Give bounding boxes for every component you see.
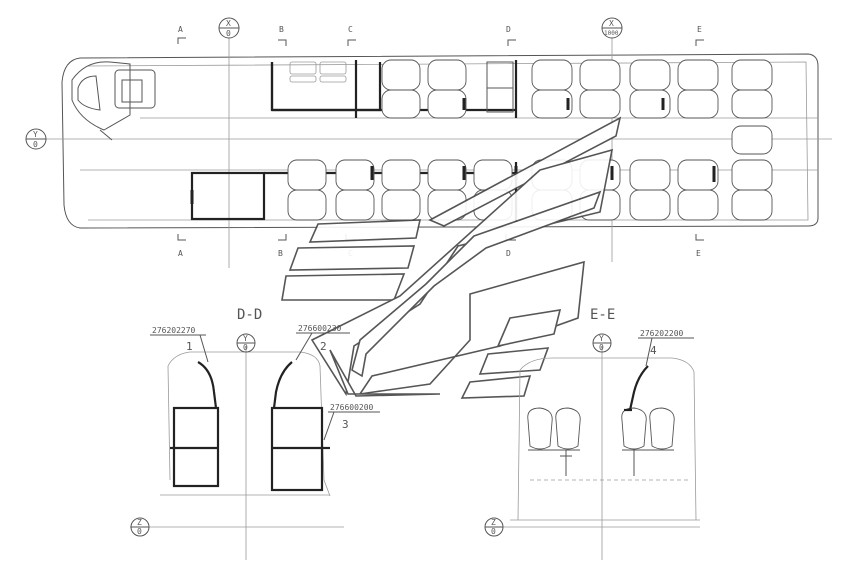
- seat: [579, 59, 621, 119]
- section-ee-title: E-E: [590, 307, 615, 323]
- seat: [381, 159, 421, 221]
- axis-marker-y-plan: Y 0: [25, 128, 47, 150]
- section-mark-e-top: E: [695, 25, 704, 46]
- ee-axis-marker-z: Z 0: [484, 517, 504, 537]
- axis-marker-x-left: X 0: [218, 17, 240, 39]
- callout-number-3: 3: [342, 418, 349, 431]
- ee-callout-4: 276202200 4: [638, 329, 694, 367]
- ee-axis-marker-y: Y 0: [592, 333, 612, 353]
- seat: [381, 59, 421, 119]
- part-number-276600200: 276600200: [330, 403, 374, 412]
- dd-left-handrail-part-1: [170, 361, 220, 488]
- callout-number-2: 2: [320, 340, 327, 353]
- seat: [427, 59, 467, 119]
- svg-text:Y: Y: [599, 334, 604, 343]
- dd-right-handrail-part-2-3: [270, 361, 330, 492]
- svg-text:D: D: [506, 249, 511, 258]
- seat: [629, 59, 671, 119]
- seat: [531, 59, 573, 119]
- section-mark-a-top: A: [177, 25, 186, 44]
- seat: [677, 59, 719, 119]
- section-dd: D-D 276202270 1 27660023: [130, 307, 380, 560]
- section-dd-title: D-D: [237, 307, 262, 323]
- svg-text:B: B: [279, 25, 284, 34]
- axis-marker-x-right: X 1000: [601, 17, 623, 39]
- part-number-276600230: 276600230: [298, 324, 342, 333]
- section-mark-b-top: B: [278, 25, 287, 46]
- driver-area: [71, 61, 156, 141]
- section-mark-c-top: C: [347, 25, 356, 46]
- luggage-box-upper: [486, 61, 514, 113]
- section-ee: E-E 276202200: [484, 307, 700, 560]
- section-mark-b-bot: B: [278, 234, 287, 258]
- svg-text:E: E: [697, 25, 702, 34]
- svg-text:A: A: [178, 25, 183, 34]
- svg-text:E: E: [696, 249, 701, 258]
- svg-text:Y: Y: [33, 130, 38, 139]
- bus-body-outline: [61, 53, 819, 229]
- seat: [731, 159, 773, 221]
- svg-text:0: 0: [33, 140, 38, 149]
- svg-text:Y: Y: [243, 334, 248, 343]
- svg-text:D: D: [506, 25, 511, 34]
- ee-handrail-part-4: [624, 365, 649, 412]
- svg-text:C: C: [348, 25, 353, 34]
- svg-text:0: 0: [137, 527, 142, 536]
- svg-text:0: 0: [226, 29, 231, 38]
- svg-text:0: 0: [599, 343, 604, 352]
- section-mark-a-bot: A: [177, 234, 186, 258]
- section-mark-e-bot: E: [695, 234, 704, 258]
- seat: [287, 159, 327, 221]
- dd-callout-3: 276600200 3: [323, 403, 380, 441]
- dd-axis-marker-y: Y 0: [236, 333, 256, 353]
- section-marks-top: A B C D E: [177, 25, 704, 46]
- section-mark-d-top: D: [506, 25, 516, 46]
- ee-seats-right: [621, 407, 675, 476]
- part-number-276202200: 276202200: [640, 329, 684, 338]
- callout-number-1: 1: [186, 340, 193, 353]
- svg-text:A: A: [178, 249, 183, 258]
- watermark-logo: [281, 116, 622, 399]
- seat: [629, 159, 671, 221]
- seat-row-upper: [381, 59, 773, 155]
- svg-text:Z: Z: [491, 518, 496, 527]
- svg-text:B: B: [278, 249, 283, 258]
- svg-text:1000: 1000: [604, 30, 619, 37]
- seat-rear-center: [731, 125, 773, 155]
- dd-axis-marker-z: Z 0: [130, 517, 150, 537]
- callout-number-4: 4: [650, 344, 657, 357]
- svg-text:X: X: [226, 19, 231, 28]
- svg-text:X: X: [609, 19, 614, 28]
- seat: [677, 159, 719, 221]
- svg-text:Z: Z: [137, 518, 142, 527]
- seat: [731, 59, 773, 119]
- dd-callout-1: 276202270 1: [150, 326, 209, 363]
- seat: [335, 159, 375, 221]
- ee-seats-left: [527, 407, 581, 476]
- section-marks-bottom: A B C D E: [177, 234, 704, 258]
- front-upper-handrails: [270, 60, 518, 118]
- dd-callout-2: 276600230 2: [295, 324, 350, 361]
- svg-text:0: 0: [491, 527, 496, 536]
- svg-text:0: 0: [243, 343, 248, 352]
- plan-view: A B C D E A: [25, 17, 832, 268]
- part-number-276202270: 276202270: [152, 326, 196, 335]
